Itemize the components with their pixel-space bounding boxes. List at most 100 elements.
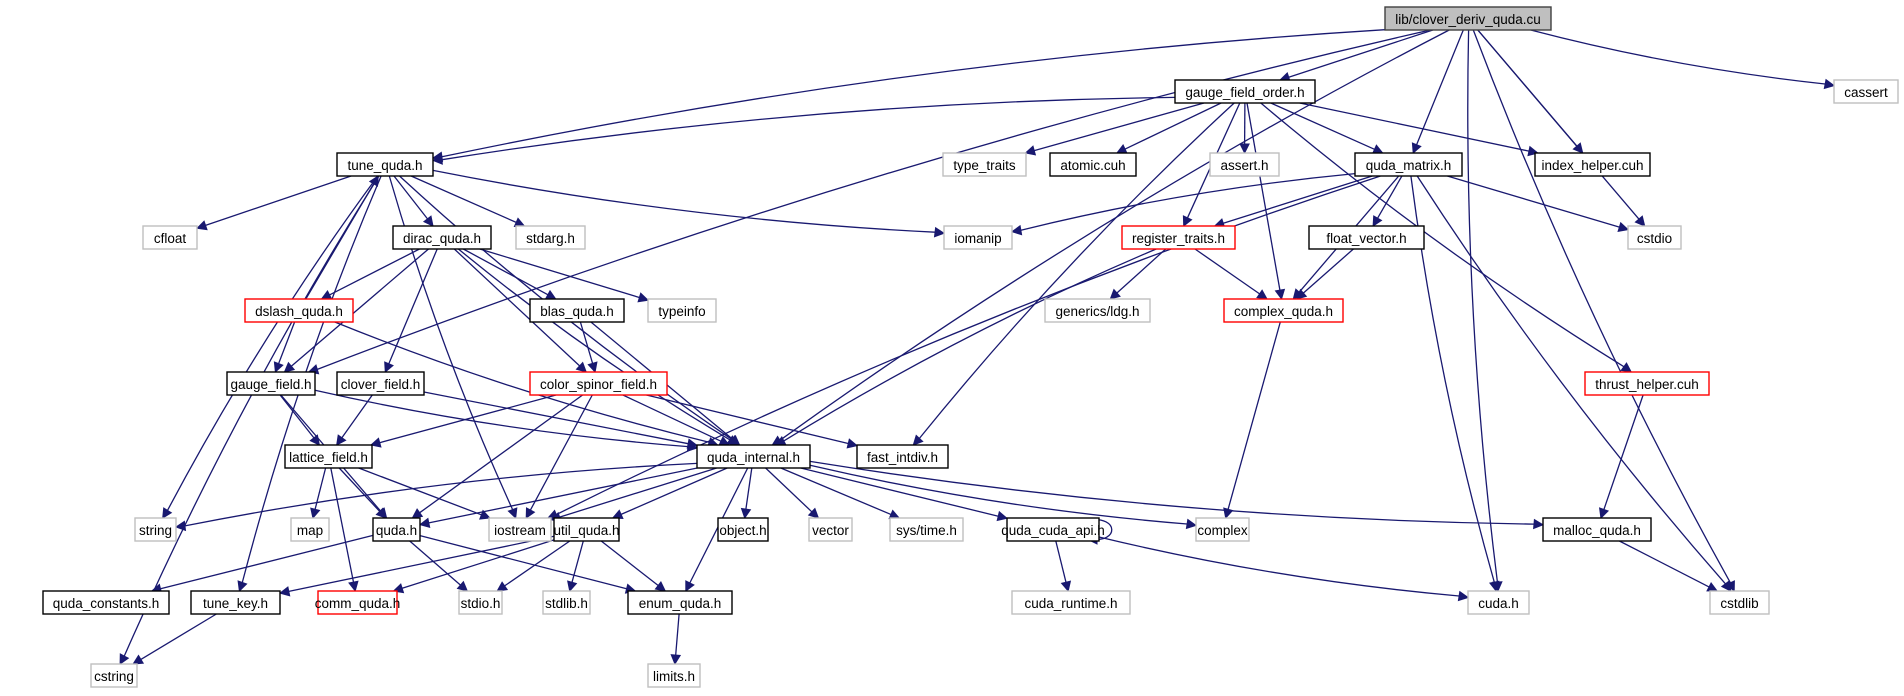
edge-line (279, 394, 315, 439)
node-dslash-quda[interactable]: dslash_quda.h (244, 298, 354, 323)
arrowhead-icon (846, 438, 859, 449)
node-label: fast_intdiv.h (867, 450, 938, 465)
edge-line (184, 462, 698, 527)
node-map: map (290, 517, 330, 542)
arrowhead-icon (1024, 145, 1037, 156)
edge-register_traits-to-quda_internal (774, 248, 1157, 446)
edge-tune_quda-to-cfloat (195, 175, 352, 231)
edge-quda_matrix-to-iomanip (1010, 172, 1356, 236)
edge-line (559, 467, 717, 518)
node-label: stdio.h (461, 596, 501, 611)
node-box (627, 590, 733, 615)
arrowhead-icon (1634, 215, 1646, 227)
node-label: float_vector.h (1326, 231, 1406, 246)
node-box (1174, 79, 1316, 104)
edge-line (479, 248, 640, 299)
node-label: gauge_field_order.h (1185, 85, 1304, 100)
node-fast-intdiv[interactable]: fast_intdiv.h (856, 444, 949, 469)
node-quda-h[interactable]: quda.h (372, 517, 421, 542)
edge-line (571, 540, 584, 583)
node-tune-key[interactable]: tune_key.h (190, 590, 281, 615)
edge-root-to-cassert (1530, 29, 1836, 90)
node-label: lib/clover_deriv_quda.cu (1395, 12, 1541, 27)
node-box (889, 517, 964, 542)
edge-line (1034, 102, 1205, 152)
edge-quda_matrix-to-float_vector (1372, 175, 1403, 227)
node-blas-quda[interactable]: blas_quda.h (529, 298, 625, 323)
edge-lattice_field-to-quda_h (338, 467, 387, 519)
edge-line (457, 248, 731, 441)
node-quda-cuda-api[interactable]: quda_cuda_api.h (1001, 517, 1105, 542)
node-sys-time: sys/time.h (889, 517, 964, 542)
node-color-spinor-field[interactable]: color_spinor_field.h (529, 371, 668, 396)
node-quda-constants[interactable]: quda_constants.h (42, 590, 170, 615)
edge-line (305, 183, 375, 300)
edge-tune_quda-to-cstring (119, 175, 380, 665)
arrowhead-icon (1371, 144, 1384, 154)
node-gauge-field-order[interactable]: gauge_field_order.h (1174, 79, 1316, 104)
edge-line (330, 467, 355, 583)
edge-clover_field-to-lattice_field (336, 394, 373, 446)
edge-util_quda-to-enum_quda (600, 540, 667, 592)
node-lattice-field[interactable]: lattice_field.h (284, 444, 373, 469)
node-index-helper[interactable]: index_helper.cuh (1534, 152, 1651, 177)
edge-line (140, 613, 217, 660)
node-root[interactable]: lib/clover_deriv_quda.cu (1384, 6, 1552, 31)
node-tune-quda[interactable]: tune_quda.h (336, 152, 434, 177)
node-box (1384, 6, 1552, 31)
node-malloc-quda[interactable]: malloc_quda.h (1542, 517, 1652, 542)
node-enum-quda[interactable]: enum_quda.h (627, 590, 733, 615)
nodes-layer: lib/clover_deriv_quda.cu gauge_field_orde… (42, 6, 1899, 688)
node-object[interactable]: object.h (717, 517, 769, 542)
edge-line (1302, 248, 1354, 294)
edge-dirac_quda-to-blas_quda (462, 248, 557, 300)
arrowhead-icon (309, 434, 321, 446)
arrowhead-icon (1372, 215, 1383, 227)
node-thrust-helper[interactable]: thrust_helper.cuh (1584, 371, 1710, 396)
edge-line (1299, 102, 1530, 152)
arrowhead-icon (654, 580, 667, 592)
edge-tune_quda-to-iostream (388, 175, 518, 520)
node-register-traits[interactable]: register_traits.h (1121, 225, 1236, 250)
arrowhead-icon (162, 507, 173, 519)
arrowhead-icon (1599, 507, 1610, 520)
arrowhead-icon (384, 361, 394, 374)
node-label: quda_constants.h (53, 596, 160, 611)
edge-color_spinor_field-to-quda_h (411, 394, 583, 519)
edge-line (1467, 29, 1499, 583)
node-quda-internal[interactable]: quda_internal.h (696, 444, 811, 469)
node-complex-quda[interactable]: complex_quda.h (1223, 298, 1344, 323)
node-float-vector[interactable]: float_vector.h (1308, 225, 1425, 250)
arrowhead-icon (611, 509, 624, 520)
edge-line (646, 394, 849, 445)
arrowhead-icon (1620, 362, 1633, 373)
node-type-traits: type_traits (942, 152, 1027, 177)
edge-quda_internal-to-object (740, 467, 753, 520)
arrowhead-icon (1223, 507, 1234, 520)
edge-line (529, 394, 593, 511)
node-stdio: stdio.h (458, 590, 503, 615)
edge-util_quda-to-stdio (496, 540, 571, 592)
node-comm-quda[interactable]: comm_quda.h (315, 590, 401, 615)
edge-quda_internal-to-complex (809, 464, 1198, 530)
node-label: comm_quda.h (315, 596, 401, 611)
node-box (244, 298, 354, 323)
edge-line (409, 540, 461, 586)
node-box (336, 371, 425, 396)
node-gauge-field[interactable]: gauge_field.h (226, 371, 316, 396)
edge-line (402, 539, 555, 589)
edge-line (1098, 536, 1460, 597)
node-label: thrust_helper.cuh (1595, 377, 1699, 392)
node-label: stdlib.h (545, 596, 588, 611)
edge-line (1472, 29, 1731, 584)
arrowhead-icon (320, 289, 333, 300)
node-util-quda[interactable]: util_quda.h (553, 517, 620, 542)
node-clover-field[interactable]: clover_field.h (336, 371, 425, 396)
edge-line (277, 321, 296, 364)
node-label: blas_quda.h (540, 304, 614, 319)
node-quda-matrix[interactable]: quda_matrix.h (1354, 152, 1463, 177)
node-atomic[interactable]: atomic.cuh (1049, 152, 1137, 177)
arrowhead-icon (567, 580, 578, 593)
node-dirac-quda[interactable]: dirac_quda.h (392, 225, 492, 250)
arrowhead-icon (1617, 221, 1630, 233)
